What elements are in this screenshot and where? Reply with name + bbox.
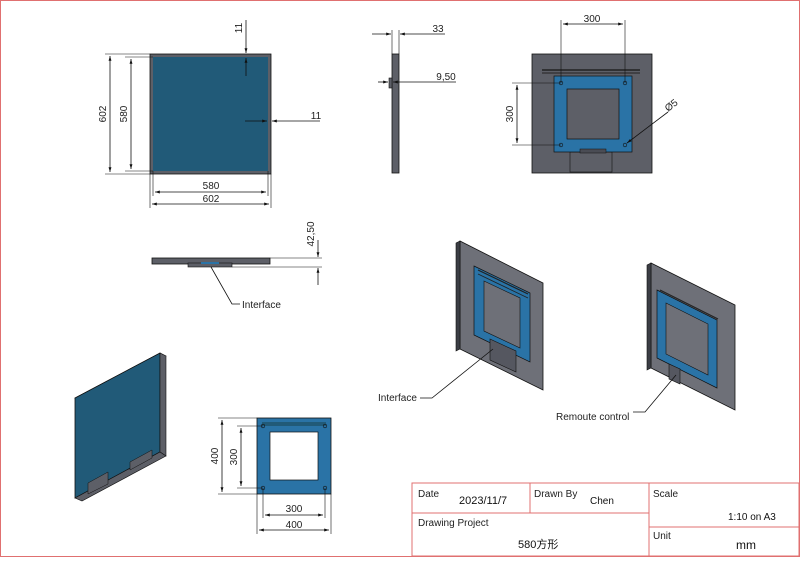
title-scale-label: Scale xyxy=(653,489,678,500)
dim-front-width-602: 602 xyxy=(203,194,220,205)
dim-front-edge-11: 11 xyxy=(234,22,245,33)
title-scale-value: 1:10 on A3 xyxy=(728,512,776,523)
dim-front-height-580: 580 xyxy=(119,105,130,122)
top-view: 42,50 Interface xyxy=(151,221,322,311)
title-block: Date 2023/11/7 Drawn By Chen Scale 1:10 … xyxy=(411,482,800,557)
dim-flange-300-bottom: 300 xyxy=(286,504,303,515)
iso-view-center: Interface xyxy=(378,240,544,404)
flange-opening xyxy=(269,431,319,481)
dim-front-width-580: 580 xyxy=(203,181,220,192)
dim-top-4250: 42,50 xyxy=(306,221,317,246)
title-drawn-by-value: Chen xyxy=(590,496,614,507)
dim-back-hole: Ø5 xyxy=(663,97,681,114)
dim-back-300-top: 300 xyxy=(584,14,601,25)
dim-side-33: 33 xyxy=(432,24,444,35)
front-view: 602 580 11 11 580 602 xyxy=(98,20,322,208)
callout-interface-iso: Interface xyxy=(378,393,417,404)
callout-remote-control: Remoute control xyxy=(556,412,629,423)
title-project-label: Drawing Project xyxy=(418,518,489,529)
dim-front-side-11: 11 xyxy=(311,111,322,122)
title-date-label: Date xyxy=(418,489,440,500)
title-drawn-by-label: Drawn By xyxy=(534,489,577,500)
title-unit-label: Unit xyxy=(653,531,671,542)
title-date-value: 2023/11/7 xyxy=(459,495,507,507)
title-project-value: 580方形 xyxy=(518,537,558,551)
callout-interface-top: Interface xyxy=(242,300,281,311)
dim-flange-400-bottom: 400 xyxy=(286,520,303,531)
dim-front-height-602: 602 xyxy=(98,105,109,122)
dim-flange-400-side: 400 xyxy=(210,447,221,464)
title-unit-value: mm xyxy=(736,538,756,552)
dim-flange-300-side: 300 xyxy=(229,448,240,465)
front-panel xyxy=(153,57,268,171)
iso-view-right: Remoute control xyxy=(556,262,736,423)
side-view: 33 9,50 xyxy=(372,24,456,174)
flange-view: 400 300 300 400 xyxy=(210,417,332,534)
back-view: 300 300 Ø5 xyxy=(505,14,681,174)
dim-back-300-side: 300 xyxy=(505,105,516,122)
side-frame xyxy=(391,53,400,174)
dim-side-950: 9,50 xyxy=(436,72,456,83)
iso-view-left xyxy=(74,352,167,502)
